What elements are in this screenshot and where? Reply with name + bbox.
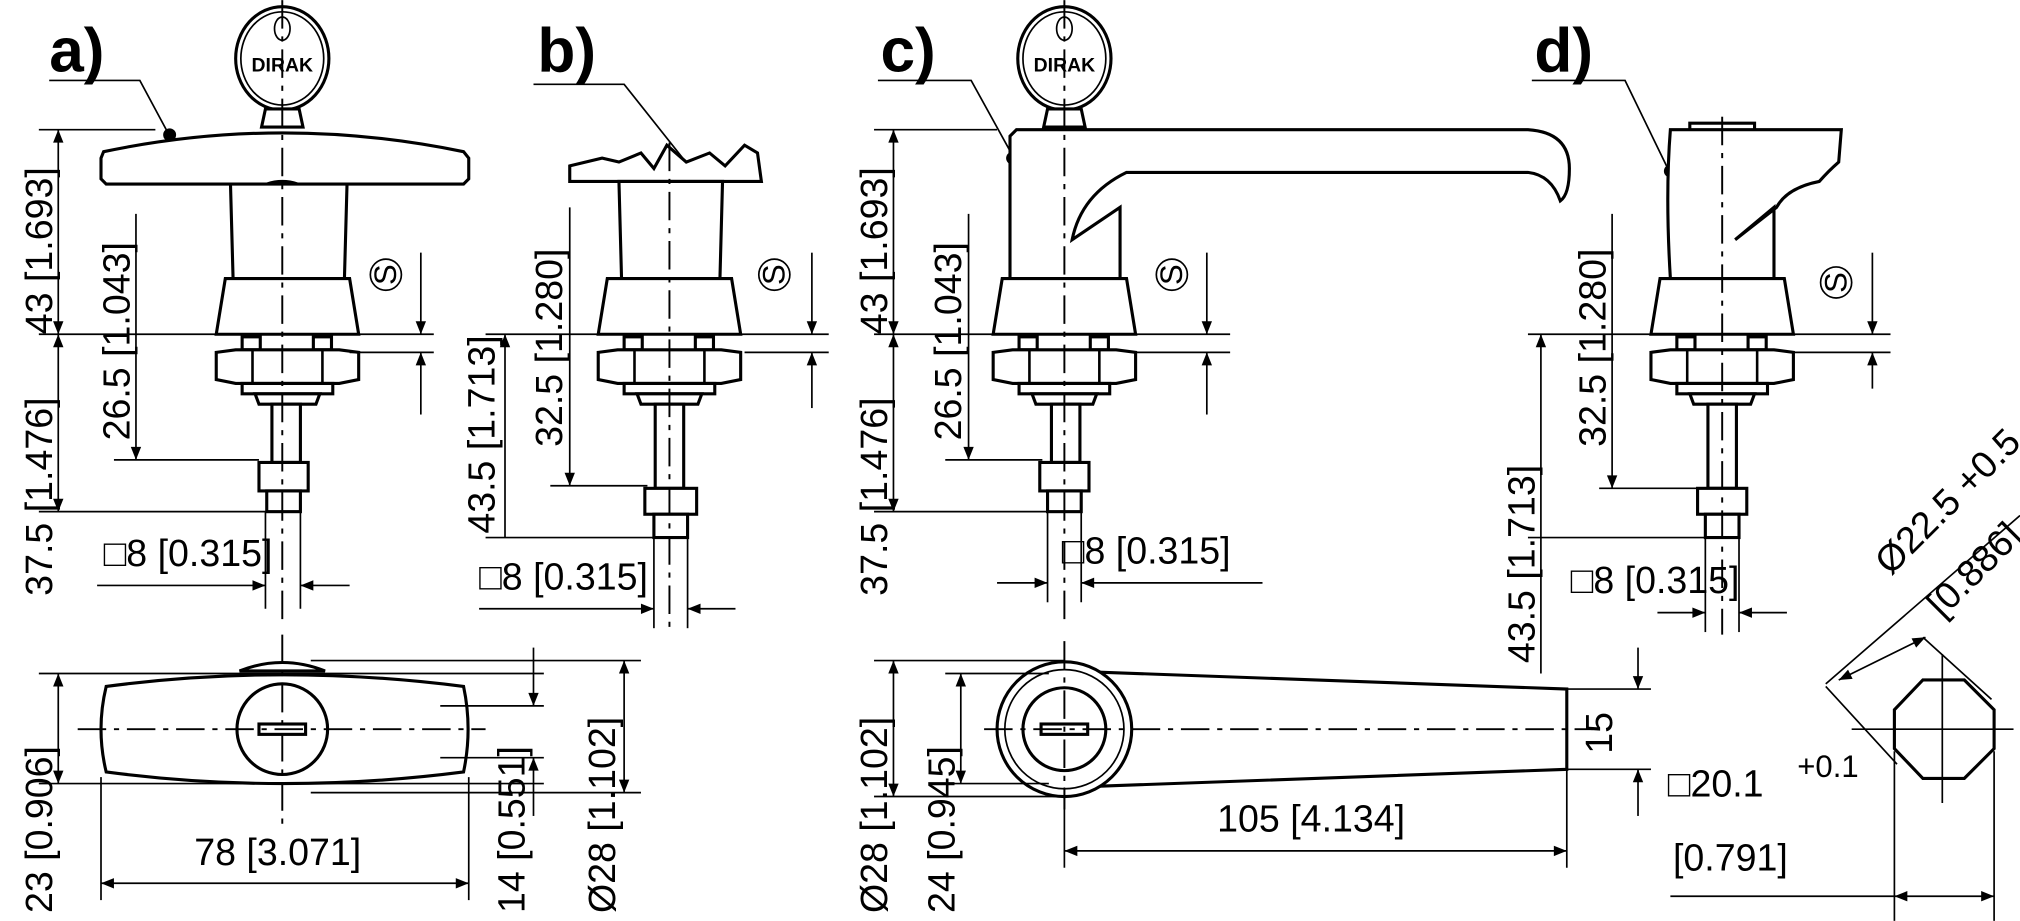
variant-b: b) 43.5 [1.713] 32.5 [1.280] S □8 [0.315…	[461, 16, 829, 635]
broken-handle	[568, 142, 764, 184]
dim-cutout-square: □20.1	[1668, 763, 1764, 805]
dim-c-inner: 24 [0.945]	[920, 746, 962, 913]
dim-a-height-bottom: 37.5 [1.476]	[18, 397, 60, 595]
variant-a: a) DIRAK 43 [1.693] 37.5 [1.476] 26.5 [1…	[18, 0, 641, 913]
variant-label-b: b)	[537, 16, 596, 85]
dim-c-length: 105 [4.134]	[1217, 797, 1405, 839]
t-handle	[99, 131, 471, 186]
dim-cutout-square-in: [0.791]	[1673, 836, 1788, 878]
s-symbol: S	[757, 264, 792, 285]
handle-body	[228, 182, 349, 281]
dim-c-square: □8 [0.315]	[1062, 529, 1231, 571]
leader-line	[49, 79, 170, 134]
dim-a-length: 78 [3.071]	[194, 831, 361, 873]
leader-line	[1531, 79, 1669, 169]
dim-d-total: 43.5 [1.713]	[1500, 465, 1542, 663]
dim-c-height-bottom: 37.5 [1.476]	[853, 397, 895, 595]
s-symbol-circle	[369, 258, 403, 292]
dim-c-height-top: 43 [1.693]	[853, 167, 895, 334]
dim-b-square: □8 [0.315]	[479, 555, 648, 597]
dim-cutout-square-tol: +0.1	[1797, 749, 1858, 784]
dim-b-stem: 32.5 [1.280]	[528, 249, 570, 447]
dim-a-inner: 14 [0.551]	[490, 746, 532, 913]
dim-c-stem: 26.5 [1.043]	[927, 242, 969, 440]
leader-line	[877, 79, 1014, 156]
dim-b-total: 43.5 [1.713]	[461, 335, 503, 533]
dim-c-lever-width: 15	[1578, 712, 1620, 754]
variant-label-d: d)	[1534, 16, 1593, 85]
short-handle	[1666, 128, 1843, 281]
s-symbol: S	[1818, 272, 1853, 293]
variant-d: d) 43.5 [1.713] 32.5 [1.280] S □8 [0.315…	[1500, 16, 1891, 674]
dim-a-diameter: Ø28 [1.102]	[581, 717, 623, 913]
lever-handle	[1008, 128, 1571, 281]
dim-d-stem: 32.5 [1.280]	[1572, 249, 1614, 447]
dim-a-square: □8 [0.315]	[104, 532, 273, 574]
variant-c: c) DIRAK 43 [1.693] 37.5 [1.476] 26.5 [1…	[853, 0, 1651, 913]
s-symbol: S	[368, 264, 403, 285]
dim-a-stem: 26.5 [1.043]	[95, 242, 137, 440]
leader-line	[533, 83, 700, 180]
variant-label-c: c)	[881, 16, 936, 85]
leader-dot	[163, 128, 177, 142]
dim-a-width: 23 [0.906]	[18, 746, 60, 913]
dim-a-height-top: 43 [1.693]	[18, 167, 60, 334]
variant-label-a: a)	[49, 16, 104, 85]
s-symbol: S	[1154, 264, 1189, 285]
dim-d-square: □8 [0.315]	[1571, 559, 1740, 601]
dim-c-diameter: Ø28 [1.102]	[853, 717, 895, 913]
